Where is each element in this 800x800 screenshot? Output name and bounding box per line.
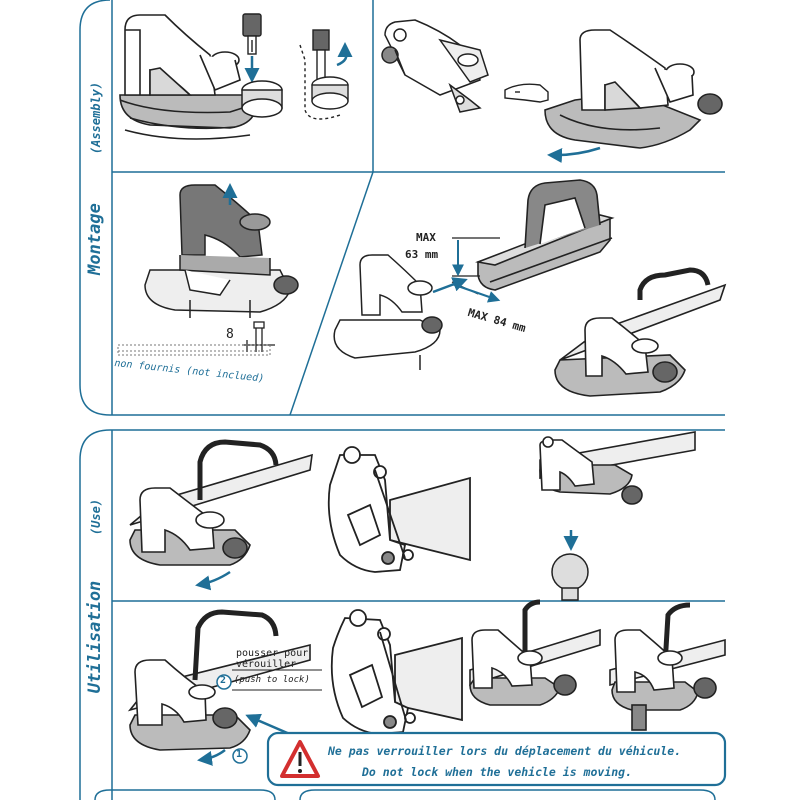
key-insert-drawing: [299, 29, 349, 120]
step-2-number: 2: [220, 675, 227, 686]
lock-mechanism-drawing: [381, 19, 489, 113]
bolt-size-label: 8: [226, 327, 234, 342]
key-icon: [242, 13, 262, 55]
pointing-hand-icon: [504, 83, 549, 103]
push-to-lock-en: (push to lock): [234, 675, 310, 685]
lock-with-key-drawing: [119, 14, 256, 140]
bolt-drawing: [242, 321, 275, 352]
lock-on-hitch-drawing: [554, 267, 727, 397]
rotate-arrow-icon: [336, 42, 353, 67]
push-to-lock-fr-2: vérouiller: [236, 659, 297, 670]
push-arrow-icon: [245, 713, 293, 737]
lock-detail-closed-drawing: [330, 609, 463, 735]
lock-locked-on-ball-drawing: [609, 602, 726, 731]
lock-on-plate-drawing: [333, 254, 443, 370]
warning-text-fr: Ne pas verrouiller lors du déplacement d…: [328, 744, 682, 758]
max-height-value: 63 mm: [405, 248, 439, 261]
arrow-curved-icon: [197, 749, 226, 766]
lock-cylinder-drawing: [241, 80, 283, 118]
section-title-montage: Montage: [85, 203, 105, 275]
section-title-utilisation: Utilisation: [85, 580, 105, 694]
not-included-parts: [117, 344, 271, 356]
lock-above-ball-drawing: [539, 431, 696, 505]
utilisation-frame: [79, 429, 725, 800]
max-dimension-drawing: [475, 179, 615, 291]
step-2-badge: [216, 674, 232, 690]
lock-lift-drawing: [144, 184, 299, 318]
max-height-dimension: [452, 237, 500, 277]
max-height-label: MAX: [416, 231, 436, 244]
arrow-right-icon: [432, 277, 468, 294]
lock-on-towbar-drawing: [129, 439, 313, 566]
arrow-curved-icon: [195, 570, 231, 591]
lock-closed-on-bar-drawing: [469, 599, 601, 706]
step-1-number: 1: [236, 749, 243, 760]
section-subtitle-use: (Use): [89, 498, 103, 536]
montage-frame: [79, 0, 725, 416]
lock-mounted-plate-drawing: [544, 29, 723, 149]
warning-box: [266, 731, 727, 787]
push-to-lock-fr-1: pousser pour: [236, 648, 309, 659]
tow-ball-drawing: [551, 553, 589, 601]
warning-text-en: Do not lock when the vehicle is moving.: [362, 765, 633, 779]
lock-detail-open-drawing: [327, 446, 471, 573]
arrow-curved-icon: [547, 146, 601, 163]
warning-triangle-icon: [280, 740, 320, 778]
section-subtitle-assembly: (Assembly): [89, 81, 103, 155]
step-1-badge: [232, 748, 248, 764]
